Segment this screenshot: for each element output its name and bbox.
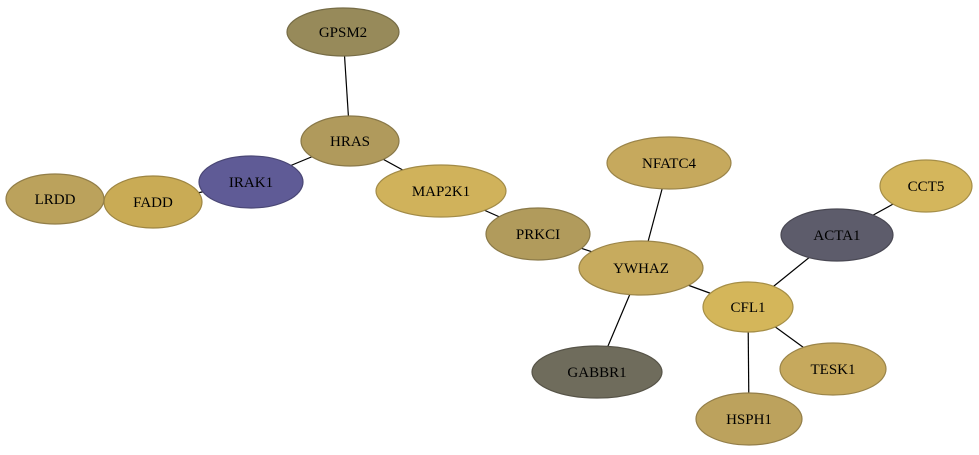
node-map2k1[interactable]: MAP2K1 <box>375 164 507 218</box>
node-ellipse <box>531 345 663 399</box>
node-gabbr1[interactable]: GABBR1 <box>531 345 663 399</box>
node-label: GPSM2 <box>319 25 367 41</box>
node-label: HSPH1 <box>726 412 772 428</box>
node-ellipse <box>300 115 400 167</box>
node-fadd[interactable]: FADD <box>103 175 203 229</box>
node-ellipse <box>485 207 591 261</box>
node-ellipse <box>779 342 887 396</box>
node-cfl1[interactable]: CFL1 <box>702 281 794 333</box>
node-lrdd[interactable]: LRDD <box>5 173 105 225</box>
node-ywhaz[interactable]: YWHAZ <box>578 240 704 296</box>
node-label: HRAS <box>330 134 370 150</box>
node-label: LRDD <box>35 192 76 208</box>
node-ellipse <box>375 164 507 218</box>
node-acta1[interactable]: ACTA1 <box>780 208 894 262</box>
node-ellipse <box>286 7 400 57</box>
node-ellipse <box>695 392 803 446</box>
node-label: YWHAZ <box>613 261 669 277</box>
node-label: IRAK1 <box>229 175 273 191</box>
node-label: FADD <box>133 195 173 211</box>
node-label: NFATC4 <box>642 156 696 172</box>
node-tesk1[interactable]: TESK1 <box>779 342 887 396</box>
node-label: CCT5 <box>908 179 945 195</box>
node-ellipse <box>5 173 105 225</box>
node-prkci[interactable]: PRKCI <box>485 207 591 261</box>
node-cct5[interactable]: CCT5 <box>879 159 973 213</box>
node-label: MAP2K1 <box>412 184 470 200</box>
node-label: ACTA1 <box>813 228 860 244</box>
node-label: PRKCI <box>516 227 560 243</box>
node-label: GABBR1 <box>567 365 626 381</box>
node-nfatc4[interactable]: NFATC4 <box>606 136 732 190</box>
node-ellipse <box>879 159 973 213</box>
node-ellipse <box>578 240 704 296</box>
node-irak1[interactable]: IRAK1 <box>198 155 304 209</box>
node-ellipse <box>606 136 732 190</box>
node-label: CFL1 <box>730 300 765 316</box>
node-gpsm2[interactable]: GPSM2 <box>286 7 400 57</box>
node-hras[interactable]: HRAS <box>300 115 400 167</box>
node-label: TESK1 <box>811 362 856 378</box>
node-ellipse <box>780 208 894 262</box>
node-ellipse <box>702 281 794 333</box>
node-ellipse <box>198 155 304 209</box>
node-hsph1[interactable]: HSPH1 <box>695 392 803 446</box>
